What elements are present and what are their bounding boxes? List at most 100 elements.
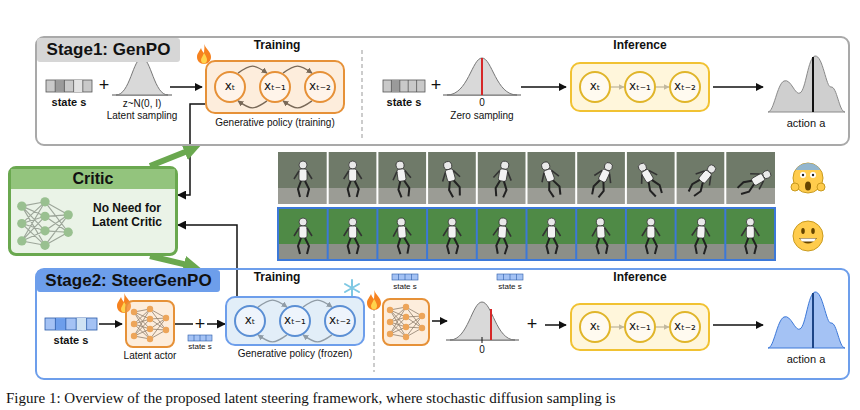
stage-title: Stage2: SteerGenPO [45, 271, 211, 291]
state-circle: xₜ₋₁ [624, 71, 656, 103]
divider [362, 50, 363, 140]
generative-policy-box: Generative policy (training)xₜxₜ₋₁xₜ₋₂ [205, 60, 345, 114]
photo-strip [735, 165, 775, 199]
state-label: xₜ [245, 314, 256, 328]
state-label: xₜ₋₂ [674, 80, 696, 94]
photo-strip [278, 208, 775, 260]
gaussian-curve [116, 58, 168, 95]
gaussian-curve [482, 337, 483, 343]
stage-header: Stage1: GenPO [37, 38, 180, 62]
divider [374, 300, 375, 372]
scared-face [805, 182, 811, 191]
state-vector [55, 318, 86, 330]
state-circle: xₜ₋₂ [324, 305, 356, 337]
state-vector [76, 318, 86, 330]
state-label: xₜ₋₁ [629, 80, 651, 94]
state-vector [55, 318, 65, 330]
state-vector [399, 274, 412, 280]
action-distribution [768, 56, 845, 112]
phase-label: Training [254, 39, 301, 53]
plus-sign: + [99, 76, 110, 94]
photo-strip [536, 159, 565, 199]
feedback-arrow [150, 149, 193, 166]
action-distribution [768, 292, 845, 348]
illustration [367, 290, 381, 310]
photo-strip [344, 218, 362, 254]
photo-strip [741, 218, 759, 254]
state-vector [188, 335, 212, 341]
critic-title: Critic [11, 169, 175, 189]
photo-strip [294, 218, 312, 254]
photo-strip [278, 208, 775, 260]
gaussian-curve [481, 58, 483, 95]
input-label: state s [52, 96, 87, 109]
state-vector [46, 80, 92, 92]
photo-strip [443, 218, 461, 254]
edge-label: + [193, 315, 208, 333]
state-label: xₜ₋₁ [264, 80, 286, 94]
flow-arrow [521, 86, 566, 88]
scared-face [795, 163, 820, 170]
phase-label: Inference [613, 39, 666, 53]
latent-actor-box: Latent actor [125, 300, 175, 348]
state-label: xₜ₋₂ [674, 320, 696, 334]
smiling-face [799, 238, 817, 244]
scared-face [800, 172, 806, 178]
gaussian-curve [112, 58, 172, 95]
state-vector [497, 274, 523, 280]
input-label: state s [54, 334, 89, 347]
figure-caption: Figure 1: Overview of the proposed laten… [6, 390, 616, 407]
phase-label: Training [254, 271, 301, 285]
state-vector [391, 80, 416, 92]
state-label: xₜ₋₂ [329, 314, 351, 328]
action-distribution [768, 56, 845, 112]
action-distribution [768, 292, 845, 348]
photo-strip [490, 160, 514, 199]
state-vector [383, 80, 425, 92]
scared-face [791, 163, 825, 193]
photo-strip [391, 160, 414, 198]
snowflake-icon [345, 280, 359, 296]
stage-title: Stage1: GenPO [47, 40, 171, 60]
axis-label: 0 [479, 97, 485, 109]
critic-note: No Need for Latent Critic [83, 202, 171, 230]
photo-strip [492, 217, 512, 254]
stage-panel: TrainingInferenceStage2: SteerGenPOLaten… [35, 268, 850, 380]
photo-strip [591, 218, 611, 255]
photo-strip [438, 159, 465, 198]
smiling-face [811, 228, 815, 234]
photo-strip [278, 152, 775, 204]
axis-label: 0 [479, 344, 485, 356]
scared-face [817, 183, 825, 191]
state-circle: xₜ [579, 71, 611, 103]
state-vector [504, 274, 517, 280]
photo-strip [633, 159, 667, 199]
inference-policy-box: xₜxₜ₋₁xₜ₋₂ [570, 303, 710, 351]
state-label: xₜ₋₁ [284, 314, 306, 328]
state-label: xₜ₋₁ [629, 320, 651, 334]
flow-arrow [713, 324, 763, 326]
photo-strip [328, 152, 726, 204]
frozen-policy-box: Generative policy (frozen)xₜxₜ₋₁xₜ₋₂ [225, 296, 365, 346]
input-label: state s [387, 96, 422, 109]
distribution-label: z~N(0, I) [123, 98, 162, 110]
smiling-face [800, 239, 816, 242]
stage-panel: TrainingInferenceStage1: GenPOGenerative… [35, 36, 850, 146]
flow-arrow [432, 320, 447, 322]
gaussian-curve [443, 58, 521, 95]
state-circle: xₜ [234, 305, 266, 337]
photo-strip [344, 161, 362, 197]
inference-policy-box: xₜ xₜ₋₁ xₜ₋₂ [570, 62, 710, 112]
state-vector [45, 318, 97, 330]
smiling-face [793, 221, 823, 251]
photo-strip [642, 218, 660, 254]
state-vector [74, 80, 83, 92]
photo-strip [543, 218, 561, 254]
state-vector [392, 274, 418, 280]
feedback-arrow [150, 256, 192, 266]
state-circle: xₜ [214, 71, 246, 103]
plus-sign: + [527, 315, 538, 333]
flow-arrow [99, 323, 122, 325]
output-label: action a [787, 353, 826, 366]
input-label: state s [188, 342, 212, 351]
